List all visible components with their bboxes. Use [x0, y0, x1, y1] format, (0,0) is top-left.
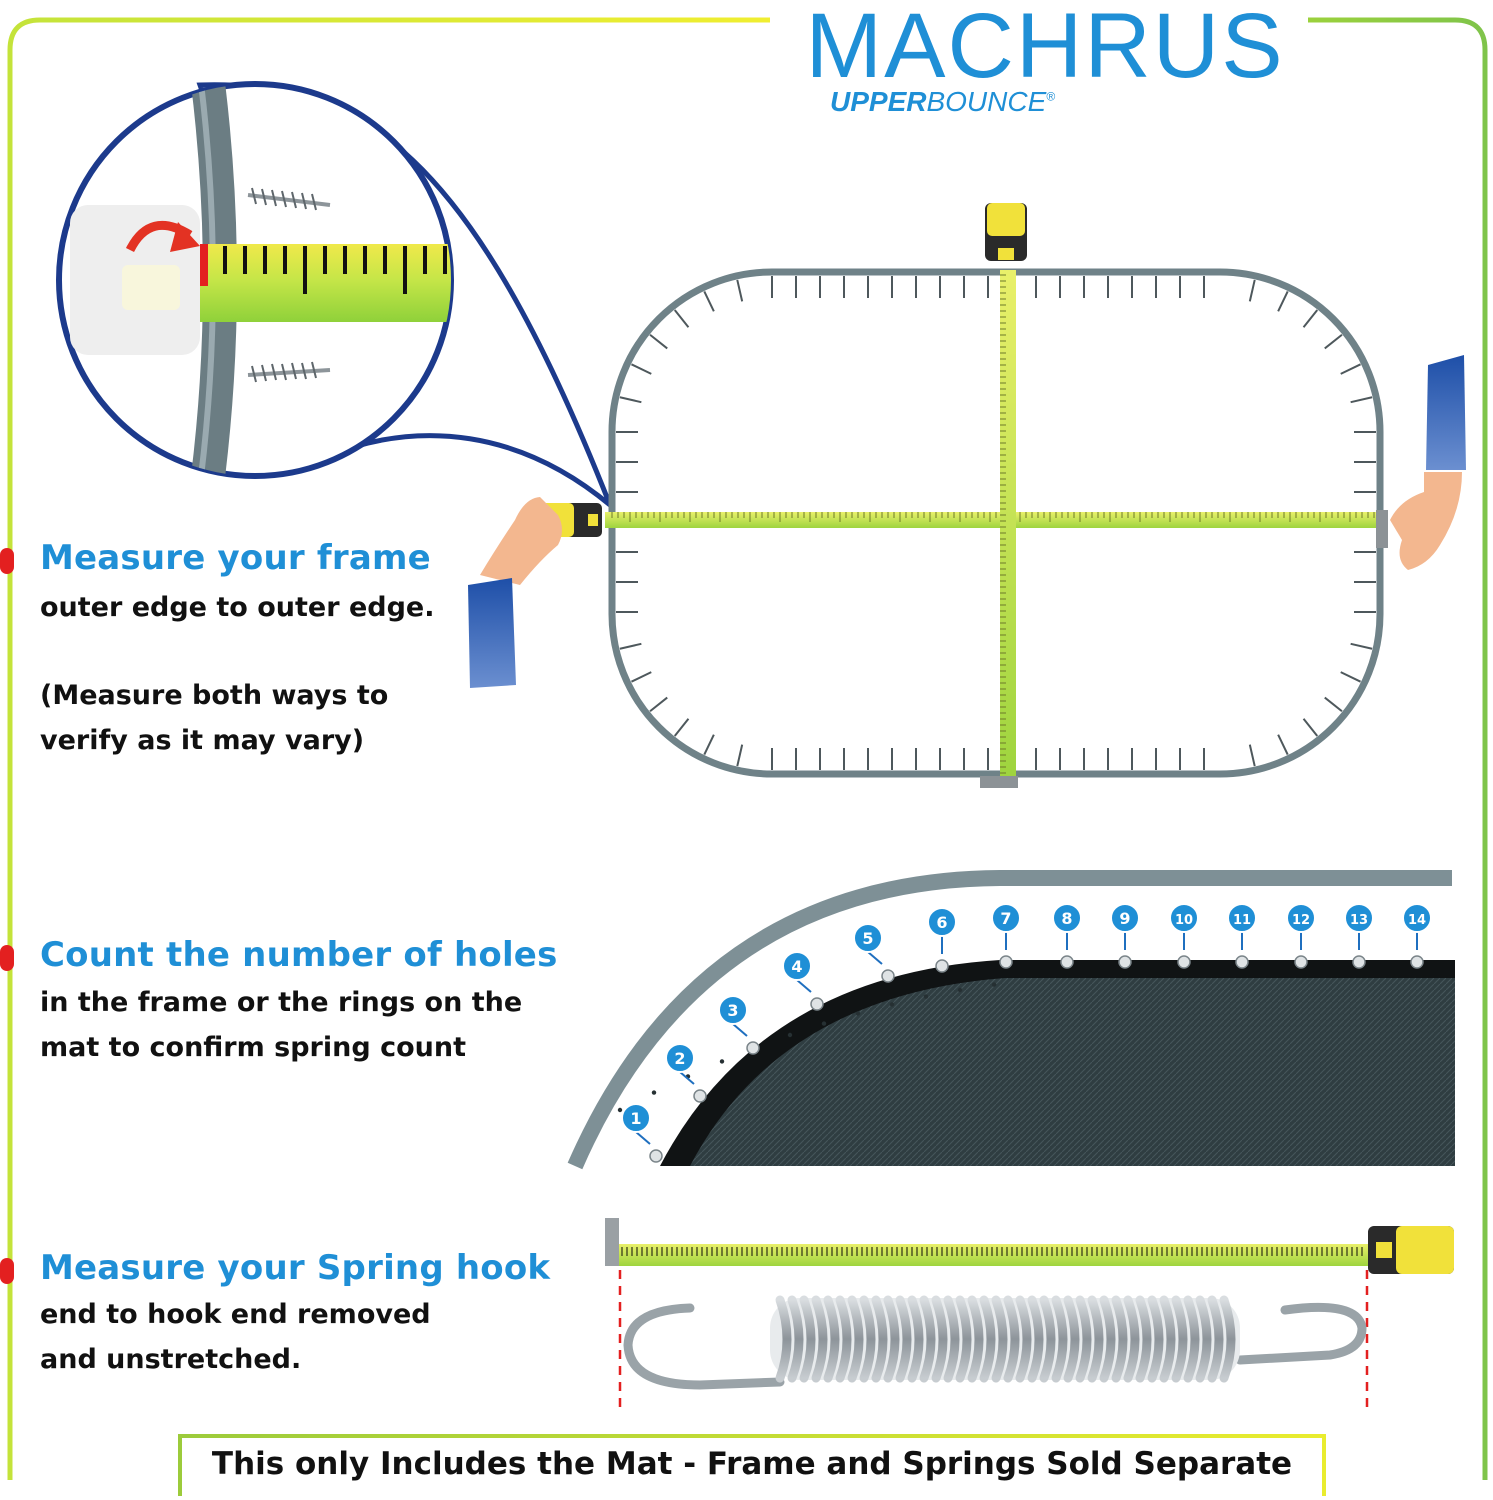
hole-number-badge: 2	[665, 1043, 707, 1103]
hole-number-label: 3	[727, 1001, 738, 1020]
brand-sub-bold: UPPER	[830, 86, 927, 117]
footer-banner-text: This only Includes the Mat - Frame and S…	[211, 1446, 1293, 1482]
hole-number-label: 6	[936, 913, 947, 932]
hole-number-label: 8	[1061, 909, 1072, 928]
hole-number-label: 14	[1408, 913, 1426, 928]
bullet-marker-1	[0, 548, 14, 574]
hole-number-badge: 5	[853, 923, 895, 983]
brand-sub-light: BOUNCE	[926, 86, 1047, 117]
hole-number-label: 13	[1350, 913, 1368, 928]
section-holes-line-2: mat to confirm spring count	[40, 1032, 466, 1063]
hole-number-badge: 12	[1286, 903, 1316, 969]
section-spring-line-2: and unstretched.	[40, 1344, 302, 1375]
hole-number-label: 7	[1000, 909, 1011, 928]
hole-number-label: 4	[791, 957, 802, 976]
hole-number-label: 5	[862, 929, 873, 948]
hole-number-badge: 7	[991, 903, 1021, 969]
hole-number-badge: 10	[1169, 903, 1199, 969]
hole-number-label: 9	[1119, 909, 1130, 928]
section-frame-heading: Measure your frame	[40, 538, 431, 578]
hole-number-badge: 9	[1110, 903, 1140, 969]
spring-measure	[605, 1218, 1454, 1410]
brand-logo: MACHRUS	[805, 0, 1285, 97]
footer-banner: This only Includes the Mat - Frame and S…	[178, 1434, 1326, 1496]
brand-reg: ®	[1046, 89, 1056, 104]
section-frame-line-2: (Measure both ways to	[40, 680, 389, 711]
hole-number-label: 1	[630, 1109, 641, 1128]
section-holes-line-1: in the frame or the rings on the	[40, 987, 523, 1018]
section-frame-line-1: outer edge to outer edge.	[40, 592, 435, 623]
hole-number-label: 10	[1175, 913, 1193, 928]
hole-number-badge: 8	[1052, 903, 1082, 969]
section-spring-heading: Measure your Spring hook	[40, 1248, 551, 1288]
magnifier-detail	[56, 81, 613, 507]
hole-number-badge: 1	[621, 1103, 663, 1163]
hole-number-badge: 13	[1344, 903, 1374, 969]
brand-sub-logo: UPPERBOUNCE®	[830, 88, 1090, 116]
section-frame-line-3: verify as it may vary)	[40, 725, 365, 756]
hole-number-badge: 14	[1402, 903, 1432, 969]
hole-number-label: 12	[1292, 913, 1310, 928]
trampoline-frame-top-view	[468, 203, 1466, 788]
section-spring-line-1: end to hook end removed	[40, 1299, 431, 1330]
bullet-marker-2	[0, 945, 14, 971]
section-holes-heading: Count the number of holes	[40, 935, 558, 975]
bullet-marker-3	[0, 1258, 14, 1284]
hole-number-badge: 4	[782, 951, 824, 1011]
hole-number-badge: 3	[718, 995, 760, 1055]
hole-number-badge: 6	[927, 907, 957, 973]
hole-number-label: 11	[1233, 913, 1251, 928]
hole-number-badge: 11	[1227, 903, 1257, 969]
hole-number-label: 2	[674, 1049, 685, 1068]
